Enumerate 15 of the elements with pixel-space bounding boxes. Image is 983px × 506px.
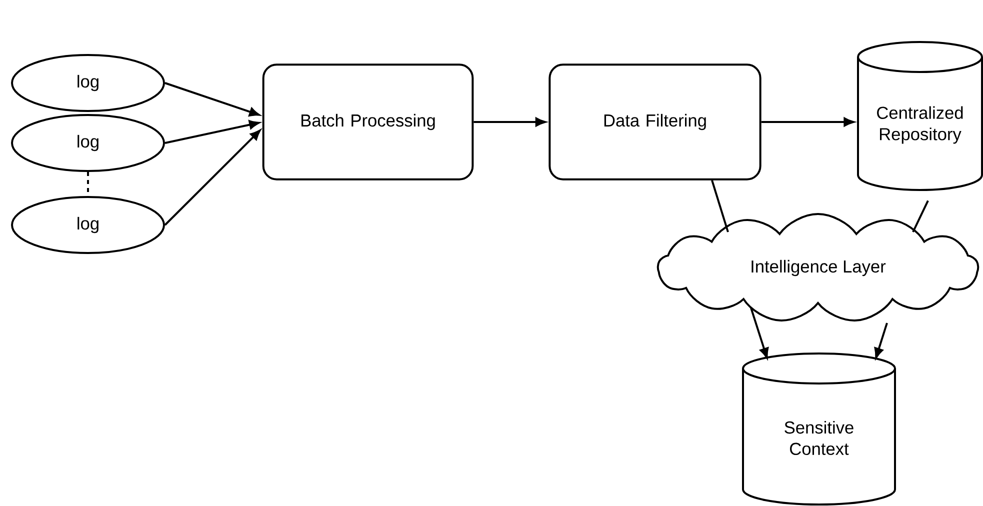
- process-box: Data Filtering: [548, 64, 762, 180]
- node-label: Sensitive Context: [784, 420, 854, 456]
- database-cylinder: Sensitive Context: [742, 352, 896, 506]
- arrow: [874, 322, 888, 358]
- process-box: Batch Processing: [262, 64, 474, 180]
- connector-line: [912, 200, 929, 232]
- arrow: [474, 117, 546, 127]
- connector-line: [711, 180, 729, 232]
- arrow: [761, 117, 854, 127]
- database-cylinder: Centralized Repository: [857, 41, 983, 191]
- arrow: [750, 308, 769, 358]
- node-label: Centralized Repository: [877, 106, 963, 144]
- arrow: [164, 82, 260, 116]
- arrow: [164, 120, 260, 144]
- arrow: [164, 130, 261, 226]
